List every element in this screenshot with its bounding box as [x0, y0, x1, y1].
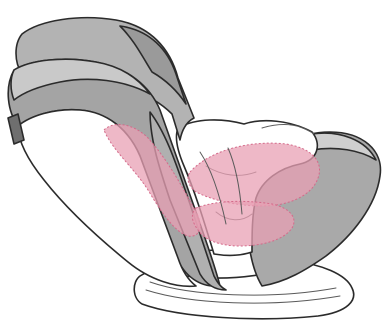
illustration-stage — [0, 0, 382, 334]
car-seat-illustration — [0, 0, 382, 334]
